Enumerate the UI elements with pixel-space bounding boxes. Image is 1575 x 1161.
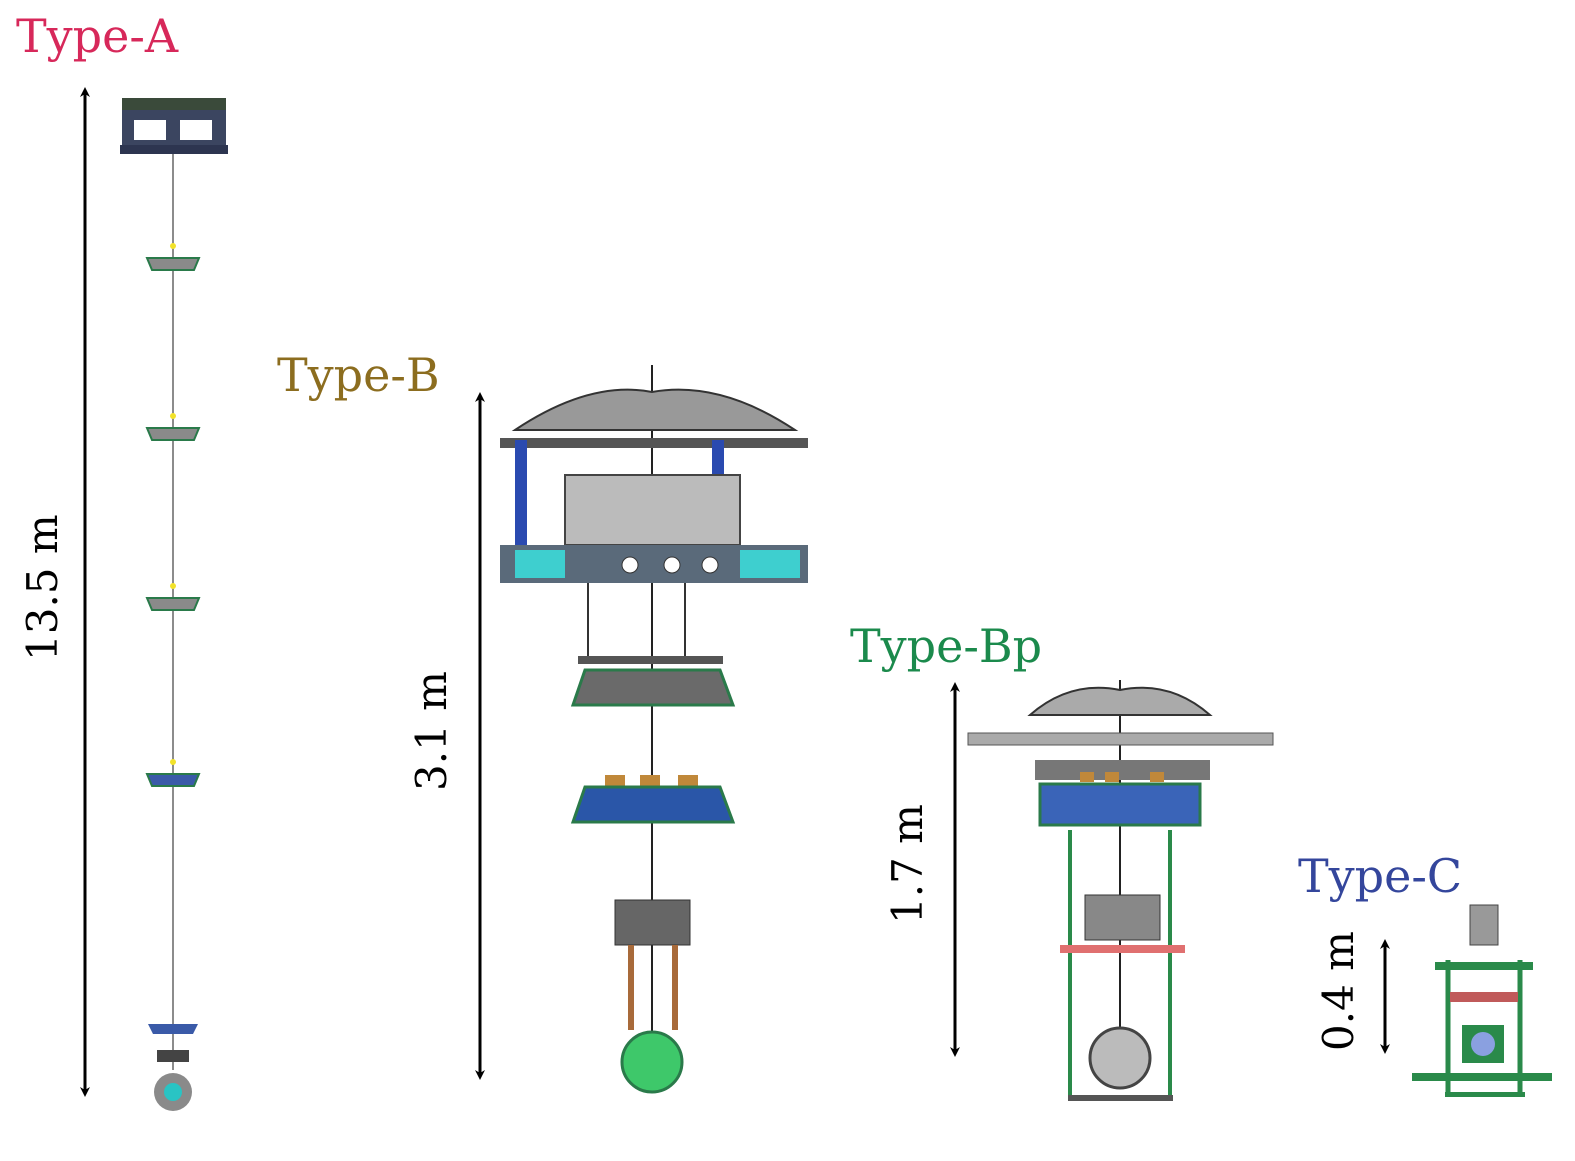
type-b-height-label: 3.1 m (407, 671, 456, 791)
type-bp-height-label: 1.7 m (883, 804, 932, 924)
type-a-suspension-drawing (120, 98, 228, 1111)
type-bp-suspension-drawing (967, 680, 1274, 1101)
type-a-height-label: 13.5 m (18, 514, 67, 661)
type-bp-title: Type-Bp (850, 619, 1043, 673)
type-b-title: Type-B (277, 348, 440, 402)
type-c-title: Type-C (1298, 849, 1463, 903)
type-a-title: Type-A (16, 9, 179, 63)
type-b-suspension-drawing (500, 365, 808, 1094)
type-c-suspension-drawing (1412, 904, 1552, 1097)
type-c-height-label: 0.4 m (1314, 931, 1363, 1051)
